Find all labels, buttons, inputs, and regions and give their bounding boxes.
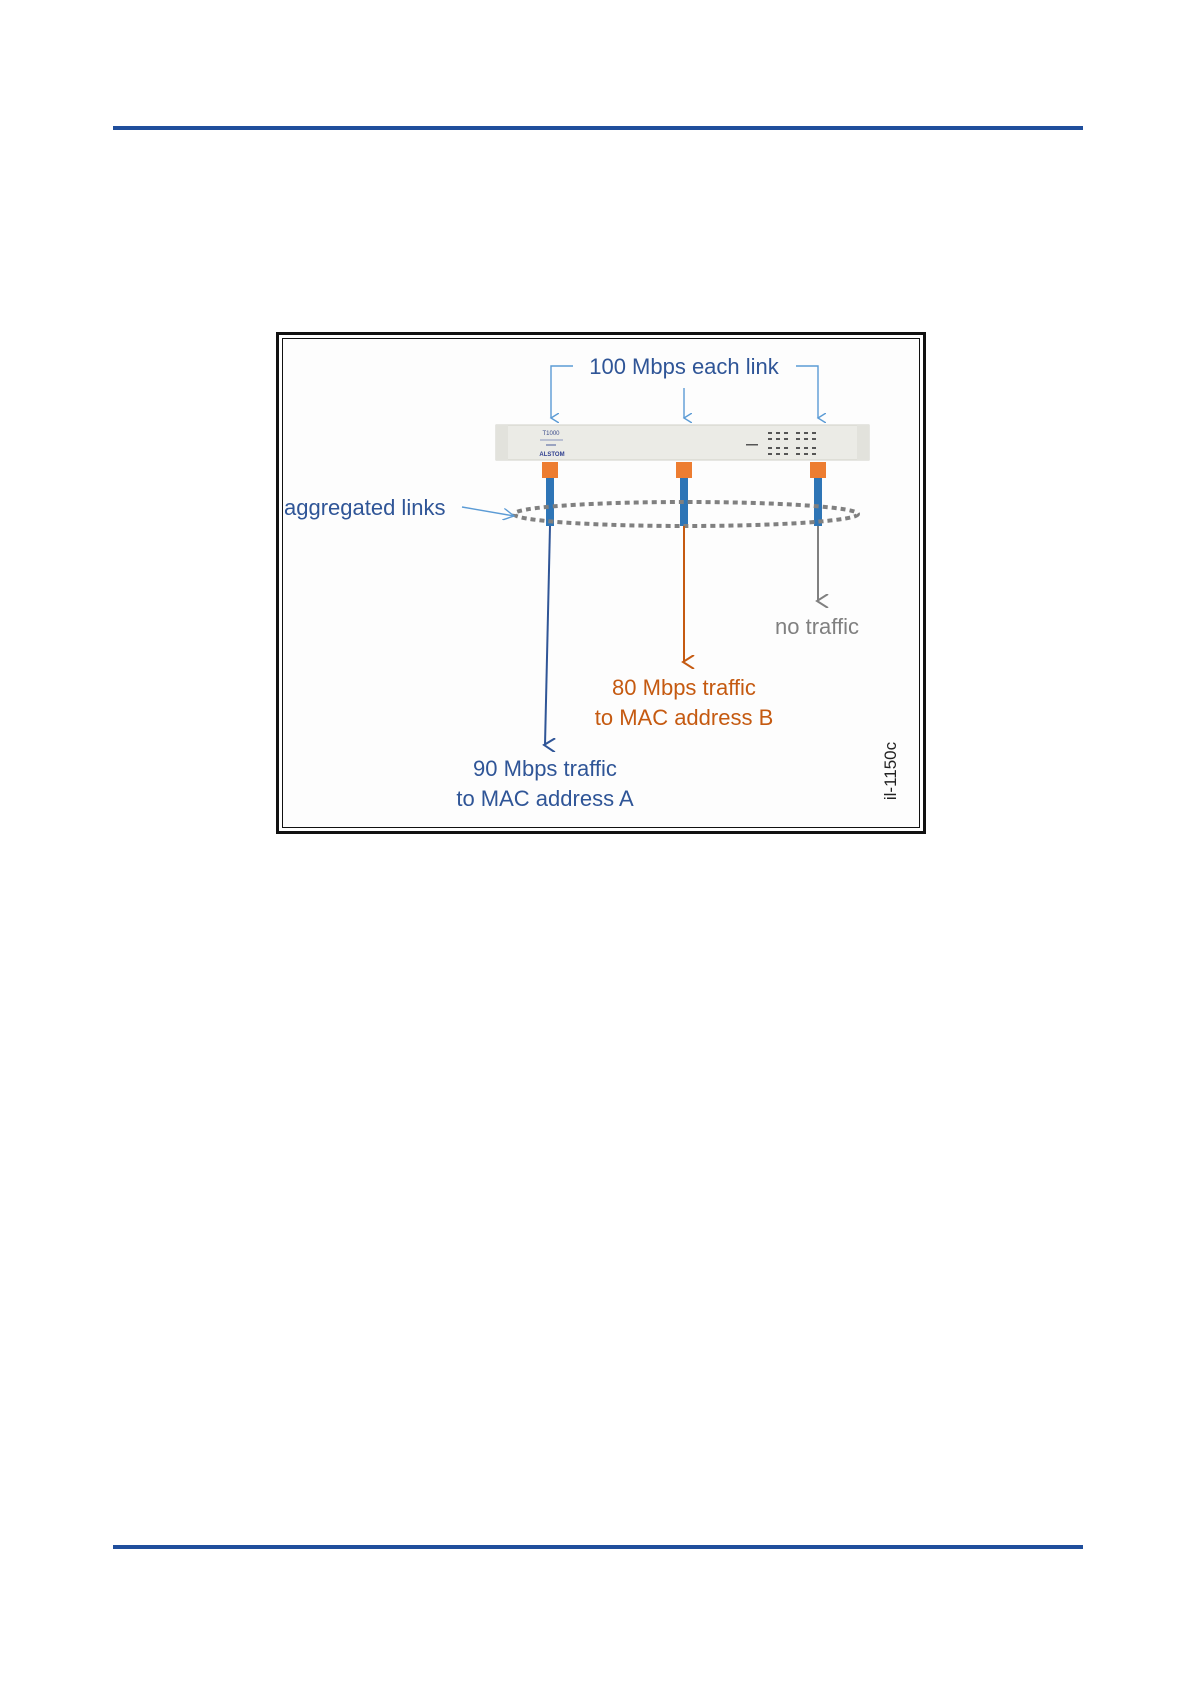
- switch-ear-right: [857, 425, 869, 460]
- traffic-arrow-a: [545, 526, 550, 745]
- no-traffic-label: no traffic: [775, 614, 859, 639]
- port-2: [676, 462, 692, 478]
- traffic-b-label-line1: 80 Mbps traffic: [612, 675, 756, 700]
- port-1: [542, 462, 558, 478]
- cable-3: [814, 478, 822, 526]
- figure-id-label: il-1150c: [881, 741, 900, 800]
- traffic-b-label-line2: to MAC address B: [595, 705, 774, 730]
- aggregated-links-pointer: [462, 507, 514, 516]
- top-label: 100 Mbps each link: [589, 354, 780, 379]
- footer-rule: [113, 1545, 1083, 1549]
- aggregated-links-label: aggregated links: [284, 495, 445, 520]
- device-model-label: T1000: [542, 431, 560, 437]
- device-logo-mark: [546, 444, 556, 446]
- traffic-a-label-line1: 90 Mbps traffic: [473, 756, 617, 781]
- bracket-left-arrow: [551, 366, 573, 418]
- switch-device: T1000 ALSTOM: [496, 425, 869, 460]
- port-3: [810, 462, 826, 478]
- traffic-a-label-line2: to MAC address A: [456, 786, 634, 811]
- device-brand-label: ALSTOM: [539, 452, 564, 458]
- cable-1: [546, 478, 554, 526]
- switch-ear-left: [496, 425, 508, 460]
- bracket-right-arrow: [796, 366, 818, 418]
